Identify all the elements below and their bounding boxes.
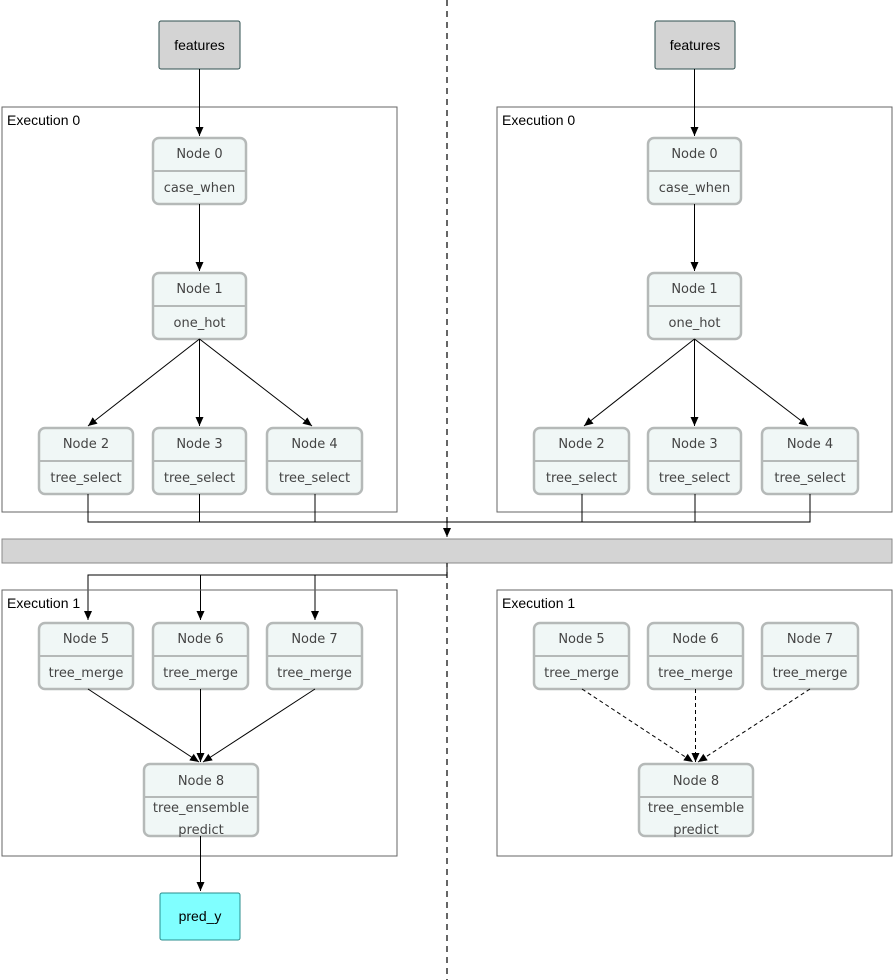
left-execution1-container — [1, 589, 398, 857]
node-op: tree_select — [659, 471, 730, 486]
right-execution1-label: Execution 1 — [502, 595, 575, 611]
left-node-5[interactable]: Node 5 tree_merge — [37, 621, 135, 691]
node-op-line1: tree_ensemble — [153, 801, 249, 816]
left-execution1-edges — [87, 688, 316, 891]
left-pred-y-output[interactable]: pred_y — [159, 892, 241, 941]
node-title: Node 6 — [672, 632, 718, 647]
right-execution0-edges — [447, 69, 811, 523]
node-title: Node 5 — [63, 632, 109, 647]
left-node-4[interactable]: Node 4 tree_select — [265, 426, 364, 496]
node-op-line2: predict — [178, 823, 223, 838]
right-node-3[interactable]: Node 3 tree_select — [646, 426, 743, 496]
right-node-5[interactable]: Node 5 tree_merge — [532, 621, 631, 691]
left-features-label: features — [174, 37, 225, 53]
node-op: tree_select — [50, 471, 121, 486]
node-title: Node 0 — [671, 147, 717, 162]
right-node-8[interactable]: Node 8 tree_ensemble predict — [637, 762, 755, 838]
left-node-6[interactable]: Node 6 tree_merge — [151, 621, 250, 691]
right-node-7[interactable]: Node 7 tree_merge — [760, 621, 860, 691]
node-op: case_when — [164, 181, 236, 196]
left-node-8[interactable]: Node 8 tree_ensemble predict — [142, 762, 260, 838]
left-node-3[interactable]: Node 3 tree_select — [151, 426, 248, 496]
node-title: Node 7 — [787, 632, 833, 647]
node-title: Node 8 — [178, 774, 224, 789]
right-node-1[interactable]: Node 1 one_hot — [646, 271, 743, 341]
node-title: Node 1 — [176, 282, 222, 297]
right-execution1-container — [496, 589, 893, 857]
left-features-input[interactable]: features — [158, 20, 241, 70]
node-op: tree_merge — [658, 666, 733, 681]
node-title: Node 3 — [671, 437, 717, 452]
node-op: one_hot — [669, 316, 721, 331]
node-op: one_hot — [174, 316, 226, 331]
right-execution0-label: Execution 0 — [502, 112, 575, 128]
right-features-input[interactable]: features — [654, 20, 736, 70]
node-title: Node 4 — [291, 437, 337, 452]
right-node-2[interactable]: Node 2 tree_select — [532, 426, 631, 496]
node-title: Node 2 — [558, 437, 604, 452]
node-op: tree_merge — [277, 666, 352, 681]
right-node-6[interactable]: Node 6 tree_merge — [646, 621, 745, 691]
right-party: features Execution 0 Node 0 case_when No… — [447, 20, 893, 857]
left-party: features Execution 0 Node 0 case_when No… — [1, 20, 451, 941]
left-execution0-label: Execution 0 — [7, 112, 80, 128]
node-op: tree_select — [279, 471, 350, 486]
node-title: Node 1 — [671, 282, 717, 297]
node-title: Node 5 — [558, 632, 604, 647]
node-op: tree_select — [774, 471, 845, 486]
node-op-line1: tree_ensemble — [648, 801, 744, 816]
left-node-7[interactable]: Node 7 tree_merge — [265, 621, 364, 691]
node-title: Node 8 — [673, 774, 719, 789]
pred-y-label: pred_y — [179, 908, 222, 924]
shared-communication-bar — [1, 538, 893, 564]
left-node-1[interactable]: Node 1 one_hot — [151, 271, 248, 341]
node-op: case_when — [659, 181, 731, 196]
left-distribution-edges — [84, 563, 448, 620]
node-title: Node 0 — [176, 147, 222, 162]
node-op-line2: predict — [673, 823, 718, 838]
node-op: tree_select — [164, 471, 235, 486]
node-title: Node 3 — [176, 437, 222, 452]
node-title: Node 7 — [291, 632, 337, 647]
left-execution1-label: Execution 1 — [7, 595, 80, 611]
right-node-0[interactable]: Node 0 case_when — [646, 136, 743, 206]
node-title: Node 4 — [787, 437, 833, 452]
node-title: Node 2 — [63, 437, 109, 452]
node-op: tree_merge — [49, 666, 124, 681]
right-execution1-dashed-edges — [581, 688, 811, 763]
left-execution0-edges — [87, 69, 451, 537]
left-node-0[interactable]: Node 0 case_when — [151, 136, 248, 206]
node-title: Node 6 — [177, 632, 223, 647]
node-op: tree_merge — [544, 666, 619, 681]
node-op: tree_merge — [163, 666, 238, 681]
node-op: tree_merge — [773, 666, 848, 681]
node-op: tree_select — [546, 471, 617, 486]
right-features-label: features — [670, 37, 721, 53]
right-node-4[interactable]: Node 4 tree_select — [760, 426, 860, 496]
left-node-2[interactable]: Node 2 tree_select — [37, 426, 135, 496]
